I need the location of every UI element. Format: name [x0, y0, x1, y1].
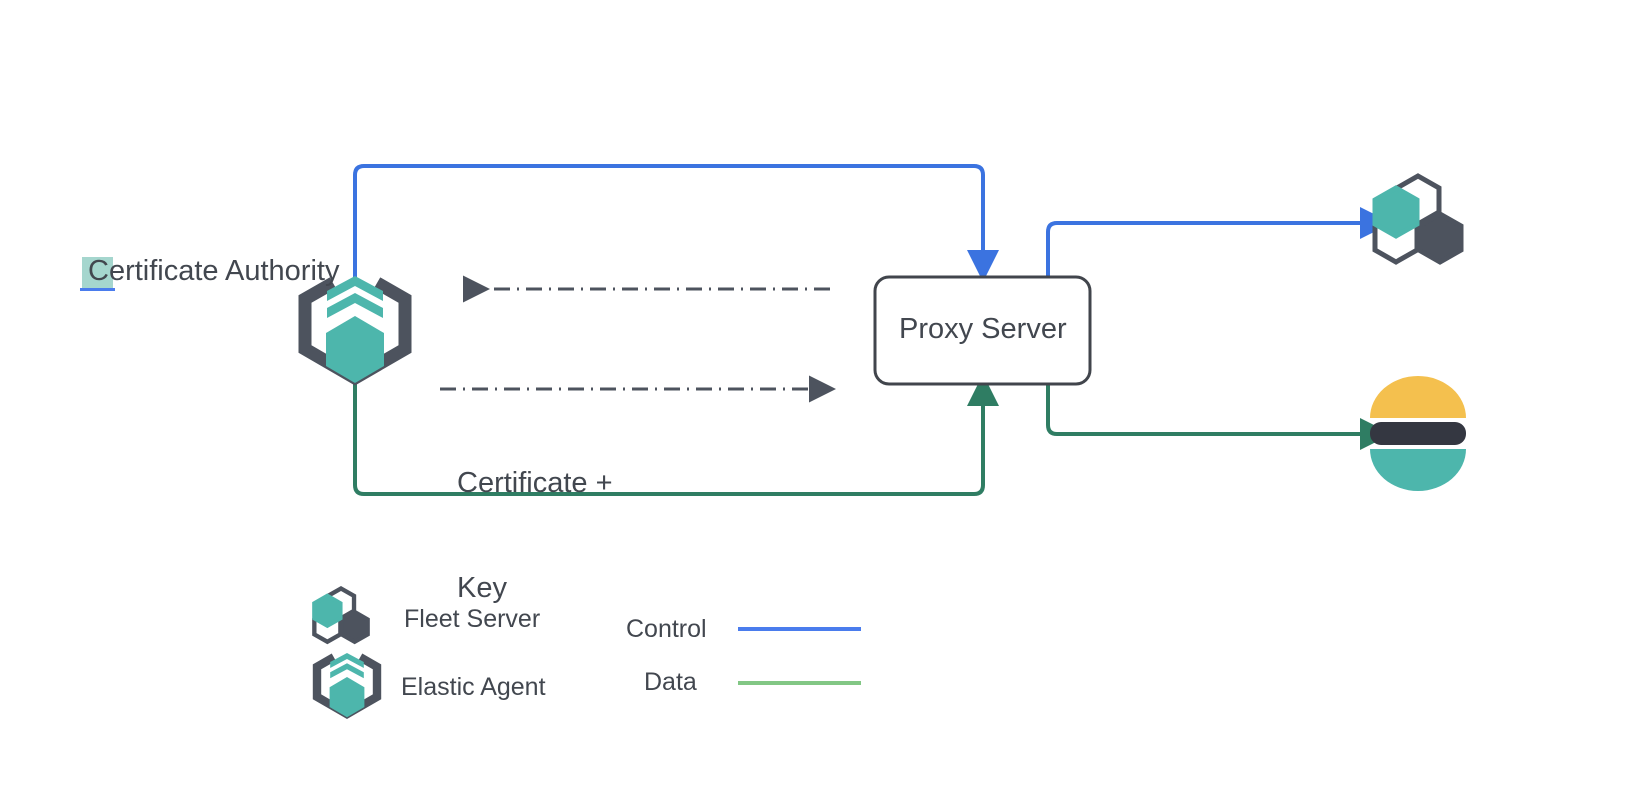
edge-data-proxy-to-elasticsearch — [1046, 384, 1392, 450]
elastic-agent-icon — [298, 276, 412, 386]
legend-line-label-data: Data — [644, 668, 697, 696]
edge-control-ca-to-proxy — [353, 164, 999, 284]
node-proxy-server[interactable] — [873, 275, 1092, 386]
legend-item-label-fleet-server: Fleet Server — [404, 605, 541, 633]
elasticsearch-icon — [1370, 376, 1466, 491]
legend-elastic-agent-icon — [312, 653, 382, 720]
certificate-authority-label: Certificate Authority — [88, 255, 340, 287]
certificate-key-line-1: Certificate + — [457, 467, 613, 499]
edge-data-ca-to-proxy — [353, 374, 999, 496]
legend-line-label-control: Control — [626, 615, 707, 643]
certificate-key-line-2: Key — [457, 572, 507, 604]
certificate-authority-underline — [80, 288, 115, 291]
edge-control-proxy-to-fleet — [1046, 207, 1392, 277]
certificate-authority-highlight — [82, 257, 113, 288]
legend-fleet-server-icon — [312, 585, 370, 645]
certificate-key-label: Certificate + Key — [457, 396, 613, 676]
fleet-server-icon — [1372, 173, 1464, 265]
proxy-server-label: Proxy Server — [899, 313, 1067, 345]
legend-item-label-elastic-agent: Elastic Agent — [401, 673, 546, 701]
